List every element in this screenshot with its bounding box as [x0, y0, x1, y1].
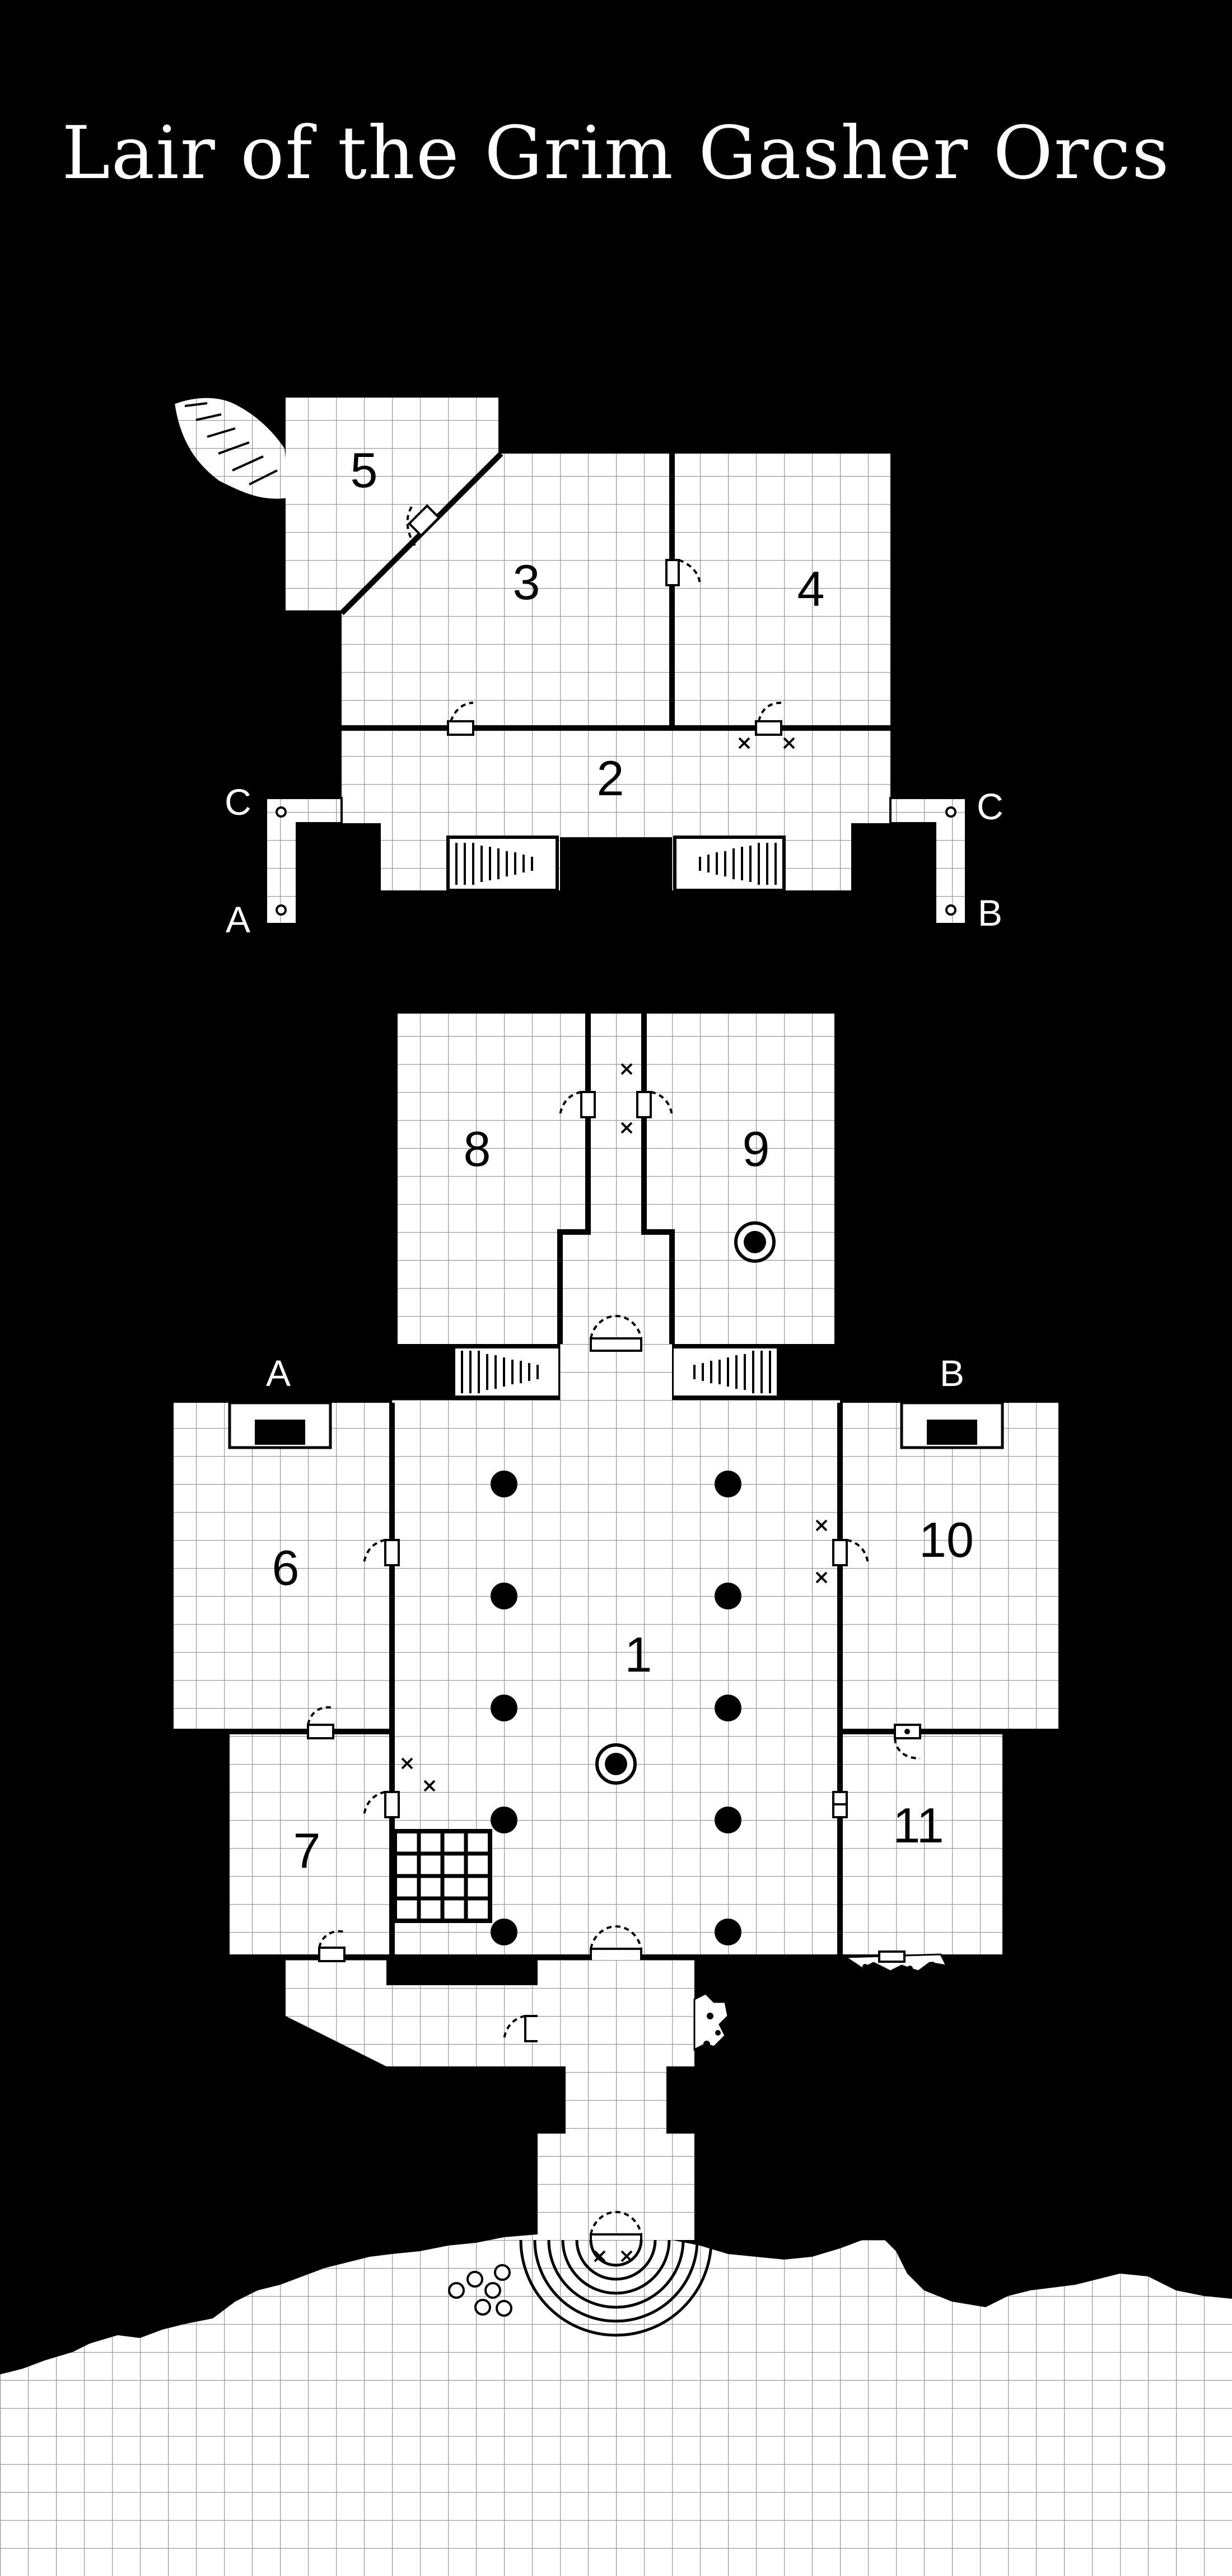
door-8-corridor[interactable] — [559, 1091, 596, 1118]
door-11-1[interactable] — [832, 1791, 848, 1818]
wall-9-corridor — [641, 1014, 675, 1344]
pillar — [715, 1695, 741, 1721]
boulders — [448, 2264, 512, 2317]
trap-marks-room-1-west — [401, 1757, 436, 1792]
fireplace-b — [900, 1401, 1004, 1449]
stairs-right-lower — [670, 1345, 780, 1399]
rubble-east — [693, 1992, 729, 2051]
trap-marks-cave-entry — [594, 2250, 633, 2262]
marker-b-upper: B — [978, 892, 1002, 934]
pillar — [715, 1471, 741, 1497]
grate — [393, 1829, 492, 1923]
room-label-2: 2 — [597, 750, 624, 806]
room-6 — [174, 1403, 392, 1730]
room-2-pocket-left — [342, 823, 381, 890]
door-6-1[interactable] — [363, 1539, 400, 1566]
marker-a-lower: A — [266, 1352, 291, 1394]
map-title: Lair of the Grim Gasher Orcs — [62, 110, 1170, 195]
tunnel-steps — [184, 402, 278, 486]
marker-c-right: C — [977, 786, 1004, 827]
room-label-7: 7 — [293, 1823, 321, 1878]
room-label-9: 9 — [743, 1121, 770, 1177]
pillar — [491, 1919, 517, 1945]
door-9-corridor[interactable] — [636, 1091, 673, 1118]
south-corridor — [566, 2066, 666, 2134]
pillar — [715, 1807, 741, 1833]
wall-8-corridor — [557, 1014, 591, 1344]
door-3-4[interactable] — [665, 559, 701, 586]
double-door-corridor-1[interactable] — [590, 1314, 642, 1352]
upper-level — [172, 395, 967, 925]
trap-marks-corridor — [620, 1063, 633, 1134]
room-11 — [840, 1730, 1002, 1954]
cave-floor — [0, 2234, 1232, 2576]
room-7 — [230, 1730, 392, 1954]
room-label-1: 1 — [625, 1627, 652, 1682]
fireplace-a — [228, 1401, 332, 1449]
well-room-1 — [595, 1743, 637, 1785]
pillar — [491, 1471, 517, 1497]
stairs-left-upper — [446, 836, 559, 892]
pillar — [491, 1583, 517, 1609]
pillar — [491, 1807, 517, 1833]
door-6-7[interactable] — [307, 1706, 334, 1739]
room-label-6: 6 — [272, 1540, 300, 1595]
stairs-right-upper — [673, 836, 786, 892]
passage-markers: C A C B A B — [225, 781, 1004, 1394]
well-room-9 — [734, 1221, 776, 1263]
door-10-11[interactable] — [894, 1724, 921, 1760]
passage-left-upper — [265, 797, 343, 925]
room-label-11: 11 — [893, 1798, 944, 1853]
pillar — [491, 1695, 517, 1721]
pillar — [715, 1919, 741, 1945]
room-2-pocket-right — [851, 823, 890, 890]
marker-a-upper: A — [226, 899, 250, 940]
door-7-south[interactable] — [318, 1930, 346, 1962]
room-label-5: 5 — [351, 442, 378, 498]
corridor-8-9-1 — [560, 1344, 672, 1400]
door-5-3[interactable] — [406, 504, 441, 550]
south-hall — [538, 1960, 694, 2066]
marker-c-left: C — [225, 781, 251, 823]
room-label-3: 3 — [513, 554, 540, 610]
rubble-room-11 — [843, 1950, 948, 1972]
cave-area — [0, 2234, 1232, 2576]
lower-level — [174, 1014, 1058, 2248]
room-8-9-block — [398, 1014, 834, 1344]
stairs-left-lower — [452, 1345, 562, 1399]
room-2-gap — [560, 837, 672, 890]
room-label-10: 10 — [919, 1512, 974, 1567]
room-labels: 5 3 4 2 8 9 6 10 1 7 11 — [272, 442, 974, 1878]
south-entry — [538, 2134, 694, 2240]
room-label-4: 4 — [797, 561, 825, 617]
curved-steps — [519, 2239, 713, 2337]
door-10-1[interactable] — [832, 1539, 869, 1566]
room-label-8: 8 — [464, 1121, 491, 1177]
room-10 — [840, 1403, 1058, 1730]
door-3-2[interactable] — [447, 702, 474, 736]
passage-right-upper — [889, 797, 967, 925]
marker-b-lower: B — [940, 1352, 964, 1394]
door-4-2[interactable] — [755, 702, 782, 736]
pillars — [491, 1471, 741, 1945]
pillar — [715, 1583, 741, 1609]
door-7-1[interactable] — [363, 1791, 400, 1818]
trap-marks-upper — [738, 737, 795, 749]
trap-marks-room-1-east — [815, 1519, 828, 1584]
